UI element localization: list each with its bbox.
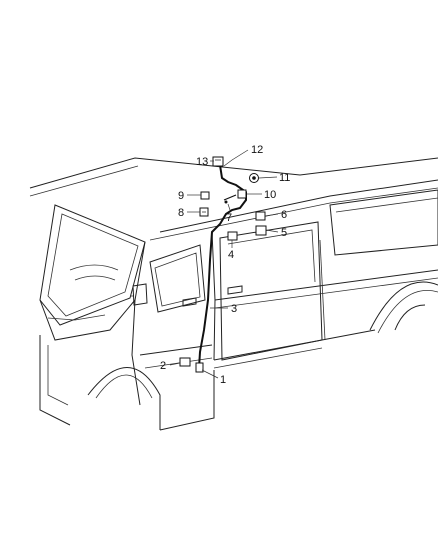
callout-6: 6 bbox=[281, 209, 287, 221]
part-6-clip bbox=[255, 211, 266, 221]
van-body bbox=[29, 157, 438, 431]
callout-2: 2 bbox=[160, 360, 166, 372]
part-7-splice bbox=[223, 194, 237, 204]
part-13-connector bbox=[212, 156, 224, 167]
callout-labels: 12 13 11 10 9 8 7 6 5 4 3 2 1 bbox=[160, 144, 290, 386]
callout-9: 9 bbox=[178, 190, 184, 202]
callout-4: 4 bbox=[228, 249, 234, 261]
callout-1: 1 bbox=[220, 374, 226, 386]
callout-8: 8 bbox=[178, 207, 184, 219]
callout-10: 10 bbox=[264, 189, 276, 201]
part-2-clip bbox=[179, 357, 191, 367]
callout-11: 11 bbox=[279, 172, 290, 184]
leader-lines bbox=[169, 149, 279, 379]
callout-7: 7 bbox=[226, 212, 232, 224]
part-1-connector bbox=[195, 362, 204, 373]
callout-5: 5 bbox=[281, 227, 287, 239]
part-9-clip bbox=[200, 191, 210, 200]
callout-13: 13 bbox=[196, 156, 208, 168]
part-10-clip bbox=[237, 189, 247, 199]
callout-12: 12 bbox=[251, 144, 263, 156]
wire-harness bbox=[198, 164, 247, 369]
part-5-clip bbox=[255, 225, 267, 236]
part-11-grommet bbox=[249, 173, 259, 183]
part-4-connector bbox=[227, 231, 238, 241]
callout-3: 3 bbox=[231, 303, 237, 315]
part-8-connector bbox=[199, 207, 209, 217]
